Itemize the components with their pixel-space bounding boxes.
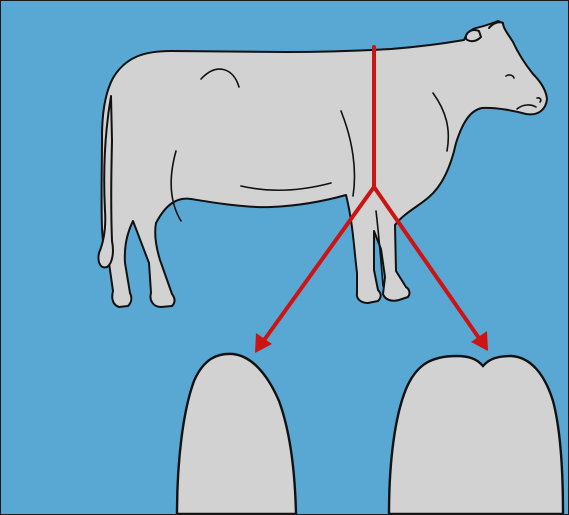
- cow-ear: [466, 30, 481, 41]
- wide-cross-section: [389, 356, 563, 514]
